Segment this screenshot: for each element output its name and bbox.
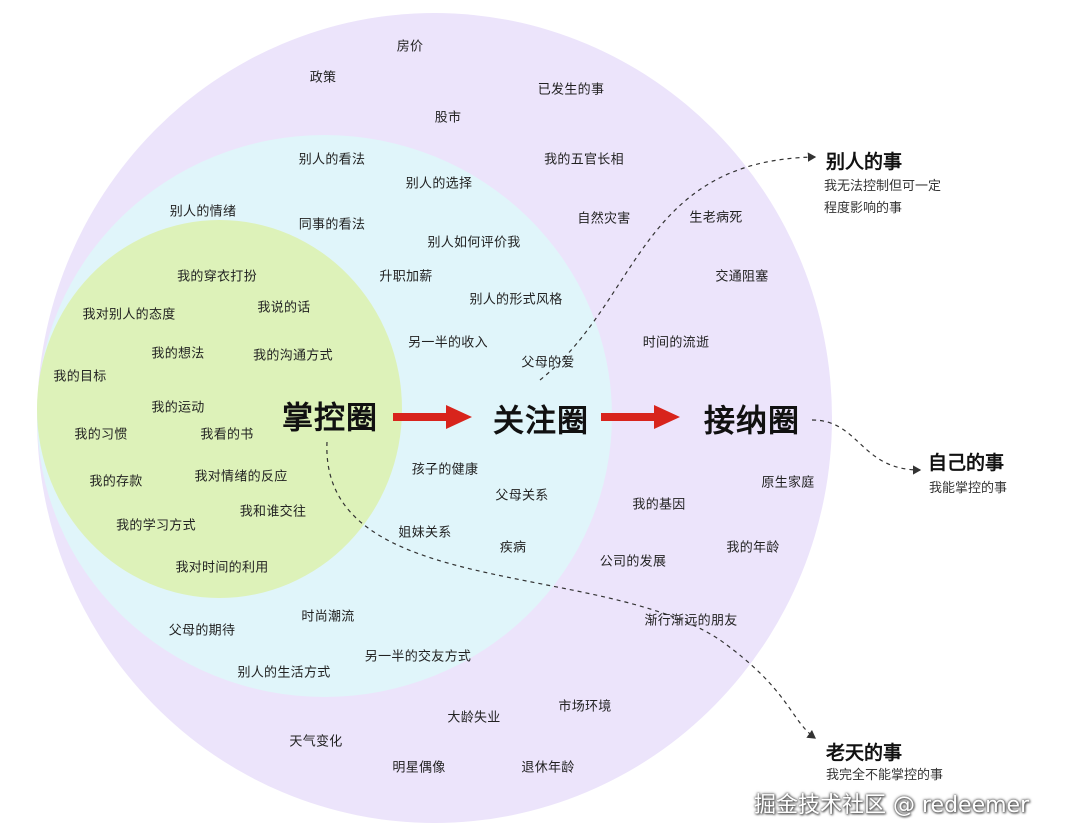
outer-item: 大龄失业 xyxy=(447,710,501,726)
middle-item: 时尚潮流 xyxy=(301,609,355,625)
middle-item: 父母的期待 xyxy=(168,623,236,639)
inner-item: 我的学习方式 xyxy=(116,518,196,534)
outer-item: 天气变化 xyxy=(289,734,343,750)
callout-fate-title: 老天的事 xyxy=(826,742,903,764)
control-circle xyxy=(37,220,402,598)
inner-item: 我说的话 xyxy=(257,300,311,316)
inner-item: 我的想法 xyxy=(151,346,205,362)
outer-item: 渐行渐远的朋友 xyxy=(644,613,738,629)
outer-item: 明星偶像 xyxy=(392,760,446,776)
inner-item: 我的穿衣打扮 xyxy=(177,269,257,285)
middle-item: 同事的看法 xyxy=(298,217,366,233)
middle-item: 孩子的健康 xyxy=(411,462,479,478)
callout-self-desc: 我能掌控的事 xyxy=(929,481,1008,496)
outer-item: 生老病死 xyxy=(689,210,743,226)
inner-item: 我对别人的态度 xyxy=(82,307,176,323)
inner-item: 我对时间的利用 xyxy=(175,560,269,576)
outer-item: 市场环境 xyxy=(558,699,612,715)
middle-item: 另一半的收入 xyxy=(408,335,488,351)
arrow-focus-to-accept xyxy=(601,405,680,429)
middle-item: 别人的生活方式 xyxy=(237,665,331,681)
outer-item: 我的年龄 xyxy=(726,540,780,556)
connector-self-line xyxy=(811,419,922,475)
outer-item: 退休年龄 xyxy=(521,760,575,776)
outer-item: 已发生的事 xyxy=(537,82,605,98)
outer-item: 我的五官长相 xyxy=(544,152,624,168)
outer-item: 自然灾害 xyxy=(577,211,631,227)
outer-item: 公司的发展 xyxy=(599,554,667,570)
middle-item: 别人的选择 xyxy=(405,176,473,192)
inner-item: 我看的书 xyxy=(200,427,254,443)
connector-others-line xyxy=(539,152,817,381)
outer-item: 股市 xyxy=(434,110,462,126)
outer-item: 我的基因 xyxy=(632,497,686,513)
inner-item: 我的目标 xyxy=(53,369,107,385)
inner-item: 我的习惯 xyxy=(74,427,128,443)
middle-item: 疾病 xyxy=(499,540,527,556)
connector-fate-line xyxy=(326,441,816,739)
middle-item: 别人的看法 xyxy=(298,152,366,168)
accept-circle-title: 接纳圈 xyxy=(704,403,800,440)
inner-item: 我的运动 xyxy=(151,400,205,416)
middle-item: 姐妹关系 xyxy=(398,525,452,541)
outer-item: 政策 xyxy=(309,70,337,86)
outer-item: 交通阻塞 xyxy=(715,269,769,285)
callout-fate-desc: 我完全不能掌控的事 xyxy=(826,768,944,783)
middle-item: 别人如何评价我 xyxy=(427,235,521,251)
middle-item: 父母关系 xyxy=(495,488,549,504)
callout-others-title: 别人的事 xyxy=(826,151,903,173)
focus-circle-title: 关注圈 xyxy=(493,403,589,440)
arrow-control-to-focus xyxy=(393,405,472,429)
outer-item: 时间的流逝 xyxy=(642,335,710,351)
middle-item: 另一半的交友方式 xyxy=(364,649,472,665)
watermark: 掘金技术社区 @ redeemer xyxy=(754,793,1030,818)
outer-item: 原生家庭 xyxy=(761,475,815,491)
inner-item: 我的存款 xyxy=(89,474,143,490)
outer-item: 房价 xyxy=(396,39,424,55)
inner-item: 我的沟通方式 xyxy=(253,348,333,364)
inner-item: 我对情绪的反应 xyxy=(194,469,288,485)
middle-item: 父母的爱 xyxy=(521,355,575,371)
callout-self-title: 自己的事 xyxy=(928,452,1005,474)
middle-item: 别人的形式风格 xyxy=(469,292,563,308)
middle-item: 升职加薪 xyxy=(379,269,433,285)
middle-item: 别人的情绪 xyxy=(169,204,237,220)
callout-others-desc: 我无法控制但可一定程度影响的事 xyxy=(824,179,942,216)
control-circle-title: 掌控圈 xyxy=(282,400,378,437)
inner-item: 我和谁交往 xyxy=(239,504,307,520)
